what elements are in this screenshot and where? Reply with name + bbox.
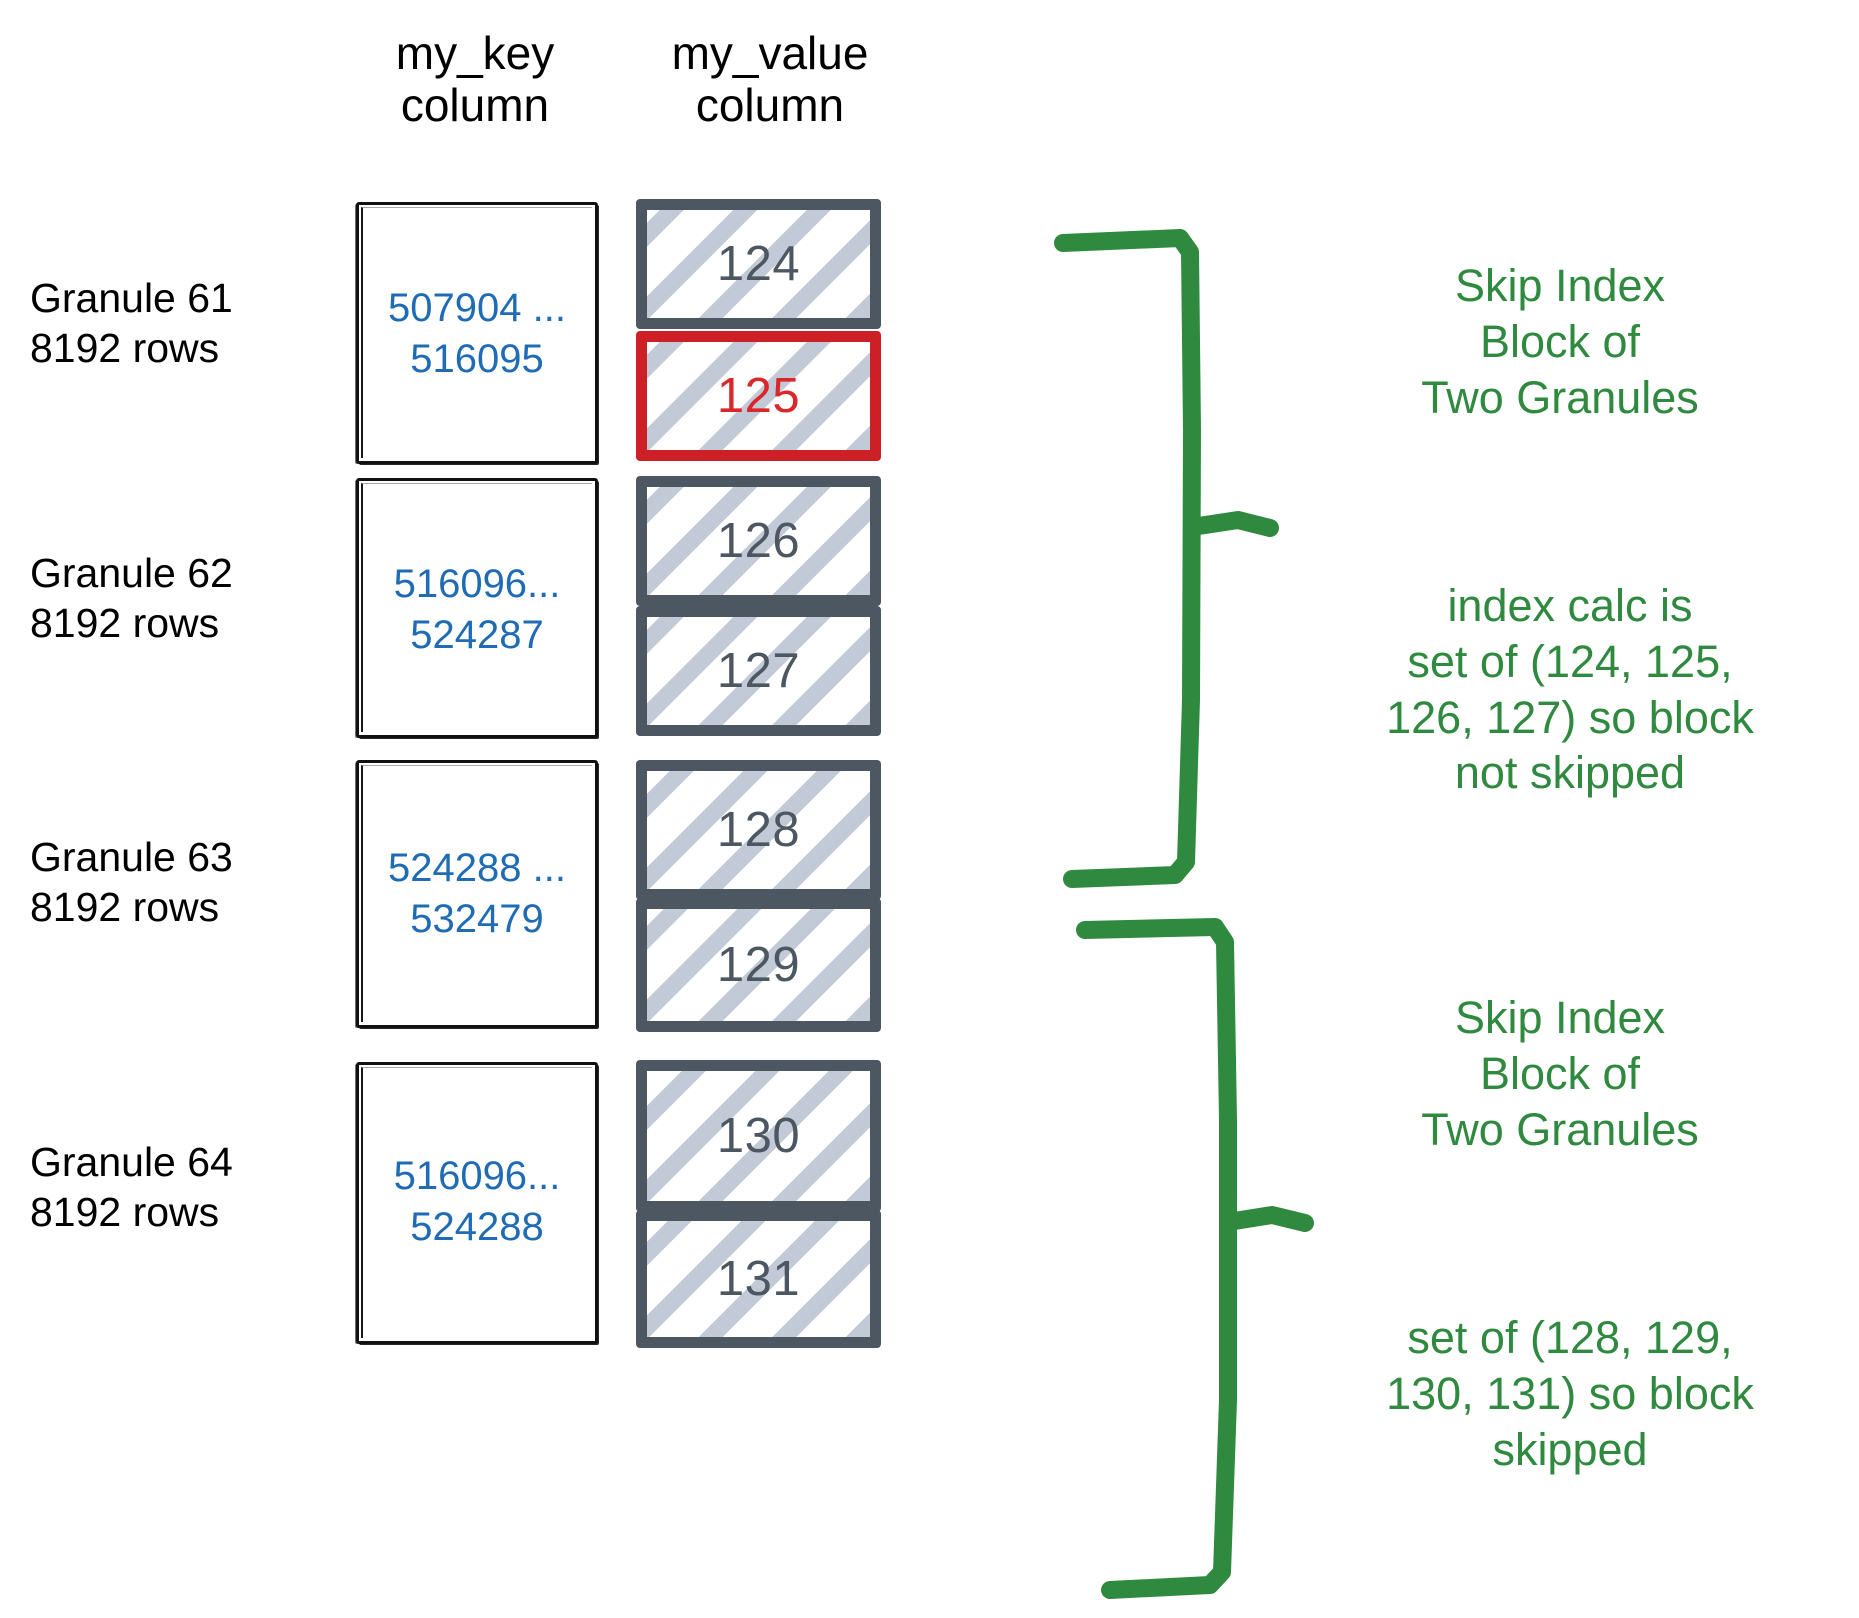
value-label-129: 129: [716, 938, 801, 992]
bracket-block-1-tick: [1183, 511, 1279, 537]
key-box-granule-61: 507904 ... 516095: [356, 202, 598, 464]
bracket-block-2-tick: [1219, 1206, 1314, 1232]
value-label-125: 125: [716, 369, 801, 423]
granule-label-64: Granule 64 8192 rows: [30, 1139, 233, 1236]
annotation-block-2-title: Skip Index Block of Two Granules: [1421, 992, 1699, 1155]
key-range-granule-64: 516096... 524288: [393, 1154, 561, 1250]
key-range-granule-63: 524288 ... 532479: [388, 846, 566, 942]
key-box-granule-63: 524288 ... 532479: [356, 760, 598, 1028]
annotation-block-1-detail: index calc is set of (124, 125, 126, 127…: [1386, 580, 1754, 799]
value-box-124: 124: [636, 199, 881, 329]
value-box-128: 128: [636, 760, 881, 900]
value-box-127: 127: [636, 606, 881, 736]
value-box-129: 129: [636, 898, 881, 1032]
value-label-131: 131: [716, 1252, 801, 1306]
value-box-131: 131: [636, 1210, 881, 1348]
my-value-column-header: my_value column: [671, 27, 869, 131]
granule-label-62: Granule 62 8192 rows: [30, 550, 233, 647]
value-label-126: 126: [716, 514, 801, 568]
value-box-130: 130: [636, 1060, 881, 1212]
key-range-granule-61: 507904 ... 516095: [388, 286, 566, 382]
key-box-granule-64: 516096... 524288: [356, 1062, 598, 1344]
bracket-block-1: [1054, 229, 1201, 888]
my-key-column-header: my_key column: [395, 27, 555, 131]
value-box-126: 126: [636, 476, 881, 606]
granule-label-63: Granule 63 8192 rows: [30, 834, 233, 931]
annotation-block-2-detail: set of (128, 129, 130, 131) so block ski…: [1386, 1312, 1754, 1475]
value-label-127: 127: [716, 644, 801, 698]
granule-label-61: Granule 61 8192 rows: [30, 275, 233, 372]
key-box-granule-62: 516096... 524287: [356, 478, 598, 738]
value-label-130: 130: [716, 1109, 801, 1163]
value-box-125-highlighted: 125: [636, 331, 881, 461]
value-label-128: 128: [716, 803, 801, 857]
bracket-block-2: [1076, 918, 1237, 1599]
key-range-granule-62: 516096... 524287: [393, 562, 561, 658]
annotation-block-1-title: Skip Index Block of Two Granules: [1421, 260, 1699, 423]
value-label-124: 124: [716, 237, 801, 291]
